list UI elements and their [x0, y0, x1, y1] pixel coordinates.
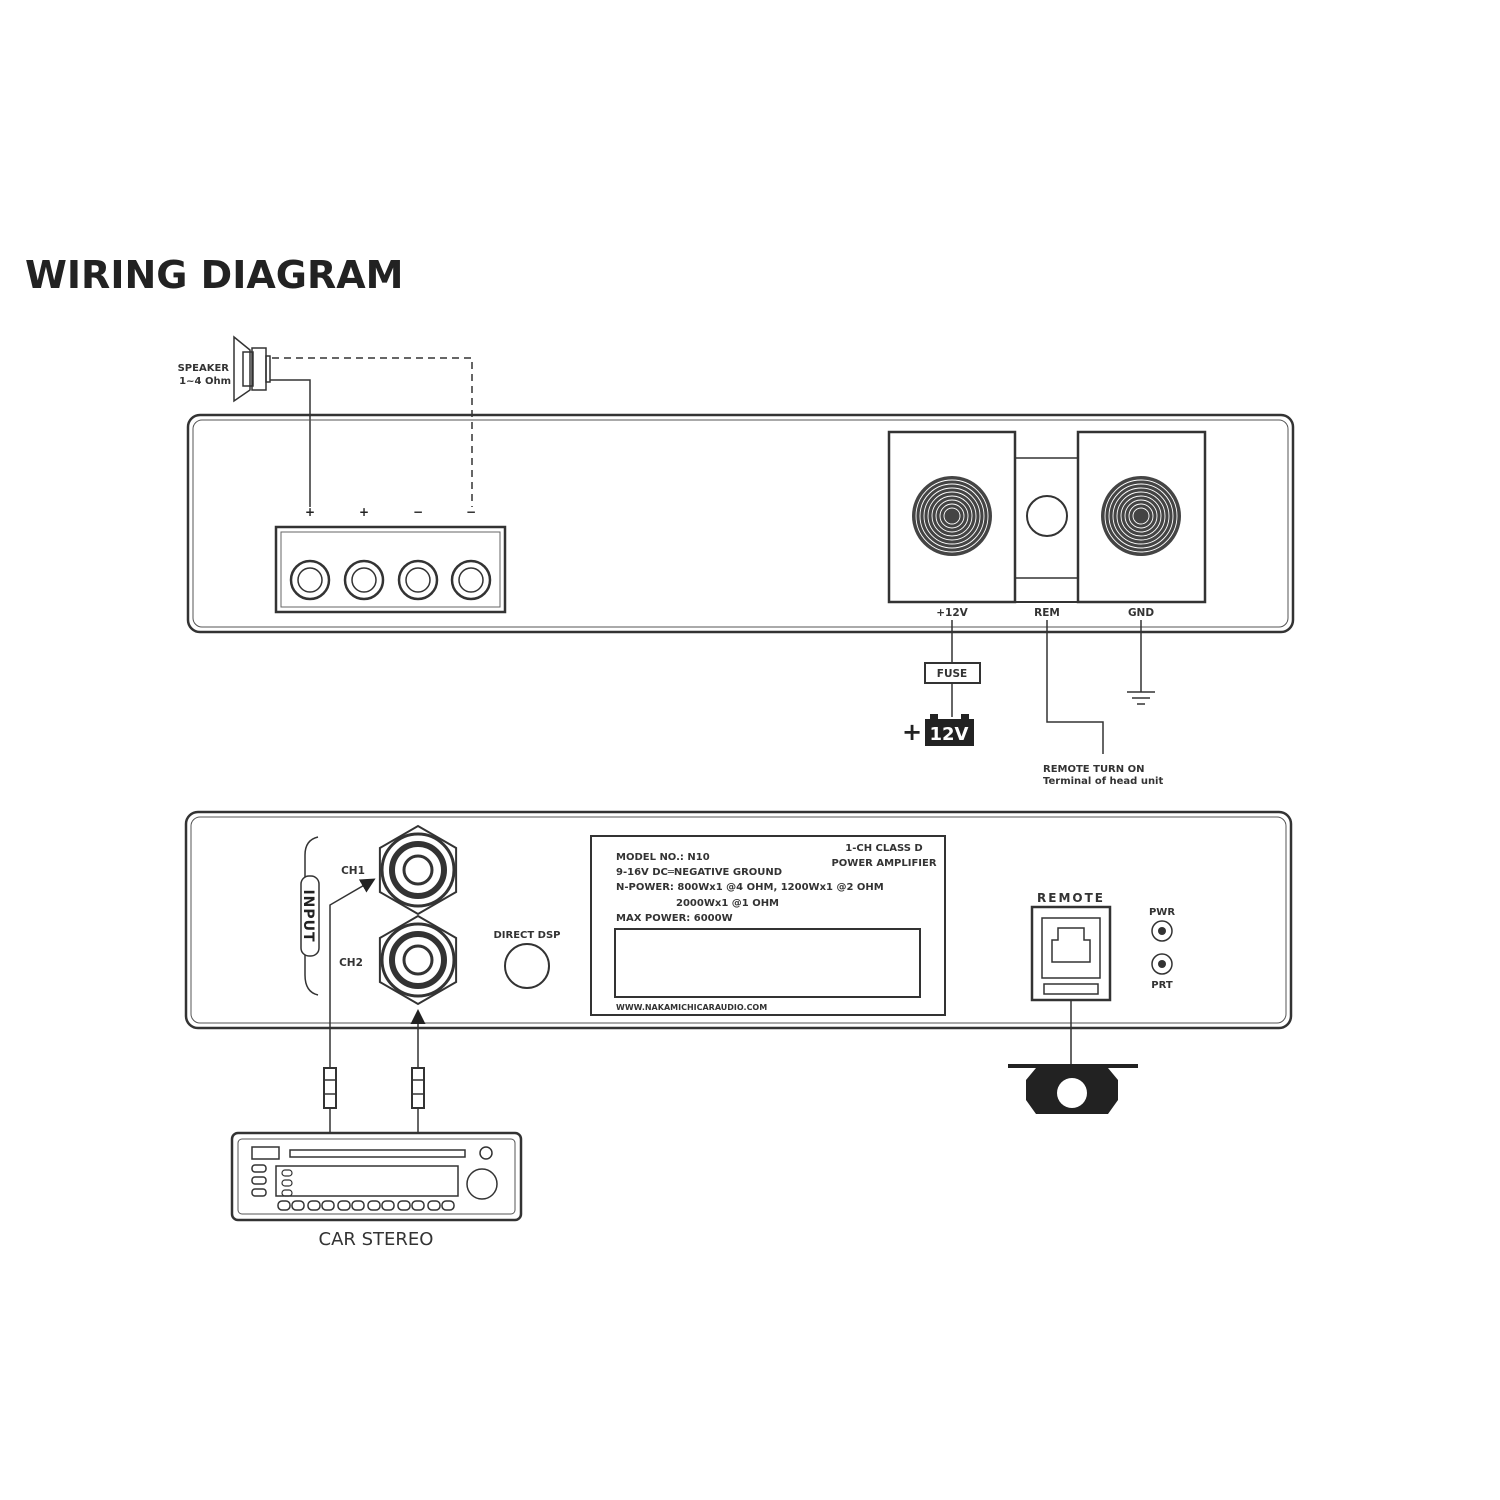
prt-label: PRT	[1151, 980, 1173, 991]
remote-port[interactable]	[1030, 905, 1112, 1002]
speaker-terminal	[289, 559, 331, 601]
gnd-label: GND	[1128, 607, 1154, 619]
pwr-label: PWR	[1149, 907, 1175, 918]
speaker-wire-optional	[272, 357, 473, 507]
plus12v-label: +12V	[936, 607, 968, 619]
remote-wire	[1046, 620, 1104, 754]
terminal-polarity: −	[466, 505, 476, 519]
car-stereo-icon	[230, 1131, 523, 1222]
direct-dsp-label: DIRECT DSP	[493, 930, 560, 941]
spec-model: MODEL NO.: N10	[616, 852, 710, 863]
speaker-wire-positive	[270, 379, 311, 507]
battery-label: 12V	[930, 724, 969, 745]
battery-icon	[925, 714, 974, 746]
spec-plate	[590, 835, 946, 1016]
pwr-led-icon	[1151, 920, 1173, 942]
ch2-label: CH2	[339, 957, 363, 969]
ch1-label: CH1	[341, 865, 365, 877]
rca-jack-ch1[interactable]	[378, 824, 458, 916]
plus12v-terminal	[912, 476, 992, 556]
page-title: WIRING DIAGRAM	[25, 253, 403, 297]
fuse-label: FUSE	[937, 668, 967, 680]
speaker-label: SPEAKER	[178, 363, 230, 374]
spec-website: WWW.NAKAMICHICARAUDIO.COM	[616, 1003, 767, 1012]
speaker-icon	[233, 335, 271, 403]
speaker-terminal	[397, 559, 439, 601]
rca-jack-ch2[interactable]	[378, 914, 458, 1006]
car-stereo-label: CAR STEREO	[319, 1229, 434, 1250]
terminal-polarity: +	[305, 505, 315, 519]
power-terminal-block	[887, 430, 1207, 604]
amp-top-panel	[186, 413, 1295, 634]
speaker-terminal-block	[274, 525, 507, 614]
spec-power-2: 2000Wx1 @1 OHM	[676, 898, 779, 909]
speaker-terminal	[450, 559, 492, 601]
direct-dsp-knob[interactable]	[504, 943, 550, 989]
rca-cable-ch1	[323, 878, 376, 1133]
spec-max-power: MAX POWER: 6000W	[616, 913, 733, 924]
ground-icon	[1127, 620, 1155, 705]
spec-type-1: 1-CH CLASS D	[845, 843, 923, 854]
battery-plus: +	[902, 718, 922, 746]
amp-bottom-panel	[184, 810, 1293, 1030]
gnd-terminal	[1101, 476, 1181, 556]
terminal-polarity: +	[359, 505, 369, 519]
prt-led-icon	[1151, 953, 1173, 975]
spec-voltage: 9-16V DC═NEGATIVE GROUND	[616, 867, 782, 878]
remote-note-2: Terminal of head unit	[1043, 776, 1163, 787]
rem-label: REM	[1034, 607, 1060, 619]
remote-bass-knob-icon	[1008, 1064, 1138, 1114]
remote-note-1: REMOTE TURN ON	[1043, 764, 1144, 775]
remote-label: REMOTE	[1037, 891, 1105, 905]
rca-cable-ch2	[410, 1009, 426, 1133]
spec-power-1: N-POWER: 800Wx1 @4 OHM, 1200Wx1 @2 OHM	[616, 882, 884, 893]
terminal-polarity: −	[413, 505, 423, 519]
spec-type-2: POWER AMPLIFIER	[831, 858, 936, 869]
speaker-terminal	[343, 559, 385, 601]
rem-terminal	[1026, 495, 1068, 537]
speaker-impedance: 1~4 Ohm	[179, 376, 231, 387]
input-label: INPUT	[300, 889, 316, 942]
